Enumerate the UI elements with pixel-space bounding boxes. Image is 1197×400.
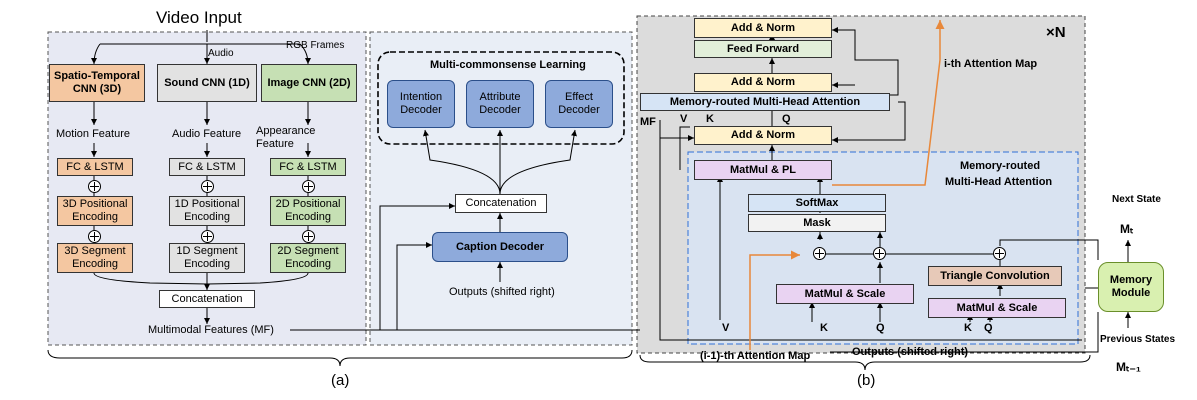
plus-icon	[88, 230, 101, 243]
rgb-frames-label: RGB Frames	[286, 40, 345, 51]
segment-encoding-1d: 1D Segment Encoding	[169, 243, 245, 273]
matmul-scale-box-2: MatMul & Scale	[928, 298, 1066, 318]
add-norm-bottom: Add & Norm	[694, 126, 832, 145]
add-norm-middle: Add & Norm	[694, 73, 832, 92]
outputs-shifted-label-a: Outputs (shifted right)	[449, 286, 555, 298]
label-b: (b)	[857, 372, 876, 389]
add-norm-top: Add & Norm	[694, 18, 832, 38]
triangle-convolution-box: Triangle Convolution	[928, 266, 1062, 286]
mf-label: MF	[640, 116, 656, 128]
outputs-shifted-label-b: Outputs (shifted right)	[852, 346, 969, 358]
plus-icon	[88, 180, 101, 193]
prev-attention-map-label: (i-1)-th Attention Map	[700, 350, 811, 362]
memory-routed-mha-box: Memory-routed Multi-Head Attention	[640, 93, 890, 111]
previous-states-label: Previous States	[1100, 334, 1176, 345]
concatenation-box: Concatenation	[159, 290, 255, 308]
next-state-symbol: Mₜ	[1120, 222, 1134, 236]
appearance-feature-label: Appearance Feature	[256, 125, 316, 150]
plus-icon	[302, 230, 315, 243]
label-a: (a)	[331, 372, 350, 389]
matmul-scale-box-1: MatMul & Scale	[776, 284, 914, 304]
sound-cnn-box: Sound CNN (1D)	[157, 64, 257, 102]
plus-icon	[993, 247, 1006, 260]
q-label-lower: Q	[876, 322, 885, 334]
fc-lstm-2d: FC & LSTM	[270, 158, 346, 176]
segment-encoding-2d: 2D Segment Encoding	[270, 243, 346, 273]
video-input-title: Video Input	[156, 8, 242, 27]
positional-encoding-3d: 3D Positional Encoding	[57, 196, 133, 226]
segment-encoding-3d: 3D Segment Encoding	[57, 243, 133, 273]
effect-decoder-box: Effect Decoder	[545, 80, 613, 128]
multimodal-features-label: Multimodal Features (MF)	[148, 324, 274, 336]
fc-lstm-1d: FC & LSTM	[169, 158, 245, 176]
caption-decoder-box: Caption Decoder	[432, 232, 568, 262]
matmul-pl-box: MatMul & PL	[694, 160, 832, 180]
fc-lstm-3d: FC & LSTM	[57, 158, 133, 176]
previous-states-symbol: Mₜ₋₁	[1116, 360, 1141, 374]
v-label-lower: V	[722, 322, 730, 334]
plus-icon	[302, 180, 315, 193]
k-label-lower-2: K	[964, 322, 972, 334]
audio-feature-label: Audio Feature	[172, 128, 242, 140]
concatenation-box-2: Concatenation	[455, 194, 547, 213]
plus-icon	[873, 247, 886, 260]
intention-decoder-box: Intention Decoder	[387, 80, 455, 128]
mask-box: Mask	[748, 214, 886, 232]
times-n-label: ×N	[1046, 24, 1066, 41]
positional-encoding-1d: 1D Positional Encoding	[169, 196, 245, 226]
attribute-decoder-box: Attribute Decoder	[466, 80, 534, 128]
i-th-attention-map-label: i-th Attention Map	[944, 58, 1038, 70]
mrmha-region-label-line1: Memory-routed	[960, 160, 1041, 172]
softmax-box: SoftMax	[748, 194, 886, 212]
multi-commonsense-title: Multi-commonsense Learning	[430, 59, 586, 71]
audio-label: Audio	[208, 48, 234, 59]
mrmha-region-label-line2: Multi-Head Attention	[945, 176, 1053, 188]
spatio-temporal-cnn-box: Spatio-Temporal CNN (3D)	[49, 64, 145, 102]
image-cnn-box: Image CNN (2D)	[261, 64, 357, 102]
q-label: Q	[782, 113, 791, 125]
k-label: K	[706, 113, 714, 125]
q-label-lower-2: Q	[984, 322, 993, 334]
motion-feature-label: Motion Feature	[56, 128, 130, 140]
v-label: V	[680, 113, 688, 125]
plus-icon	[813, 247, 826, 260]
memory-module-box: Memory Module	[1098, 262, 1164, 312]
positional-encoding-2d: 2D Positional Encoding	[270, 196, 346, 226]
plus-icon	[201, 180, 214, 193]
k-label-lower: K	[820, 322, 828, 334]
feed-forward-box: Feed Forward	[694, 40, 832, 58]
plus-icon	[201, 230, 214, 243]
next-state-label: Next State	[1112, 194, 1161, 205]
